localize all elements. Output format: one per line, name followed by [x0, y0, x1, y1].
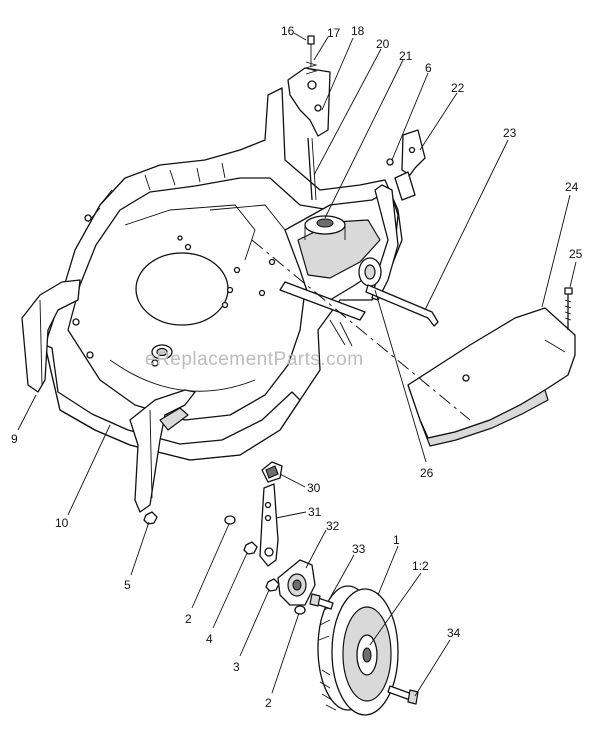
handle-support — [129, 389, 196, 513]
bracket-22 — [386, 129, 426, 201]
callout-20: 20 — [376, 37, 390, 51]
callout-22: 22 — [451, 81, 465, 95]
callout-26: 26 — [420, 466, 434, 480]
handle-bracket — [287, 35, 331, 201]
height-adjuster-knob — [261, 461, 283, 483]
callout-1-2: 1:2 — [412, 559, 429, 573]
callout-16: 16 — [281, 24, 295, 38]
callout-34: 34 — [447, 626, 461, 640]
callout-3: 3 — [233, 660, 240, 674]
assembly-centerline — [251, 239, 471, 421]
callout-10: 10 — [55, 516, 69, 530]
callout-33: 33 — [352, 542, 366, 556]
leader-lines — [17, 32, 577, 697]
callout-25: 25 — [569, 247, 583, 261]
rod-23 — [365, 284, 439, 327]
callout-24: 24 — [565, 180, 579, 194]
callout-1: 1 — [393, 533, 400, 547]
watermark: eReplacementParts.com — [145, 349, 364, 370]
callout-23: 23 — [503, 126, 517, 140]
callout-4: 4 — [206, 632, 213, 646]
callout-6: 6 — [425, 61, 432, 75]
wheel — [317, 585, 399, 716]
hardware — [143, 511, 419, 705]
callout-5: 5 — [124, 578, 131, 592]
callout-21: 21 — [399, 49, 413, 63]
callouts: 16 17 18 20 21 6 22 23 24 25 9 10 26 30 … — [11, 24, 583, 710]
callout-2-upper: 2 — [185, 612, 192, 626]
callout-18: 18 — [351, 24, 365, 38]
callout-31: 31 — [308, 505, 322, 519]
callout-17: 17 — [327, 26, 341, 40]
adjuster-arm — [259, 483, 279, 567]
callout-32: 32 — [326, 519, 340, 533]
rear-flap — [407, 287, 576, 447]
wheel-bracket — [277, 559, 316, 606]
callout-9: 9 — [11, 432, 18, 446]
callout-2-lower: 2 — [265, 696, 272, 710]
mower-deck — [44, 87, 403, 461]
rear-frame — [279, 184, 399, 347]
callout-30: 30 — [307, 481, 321, 495]
front-bumper — [21, 279, 81, 393]
